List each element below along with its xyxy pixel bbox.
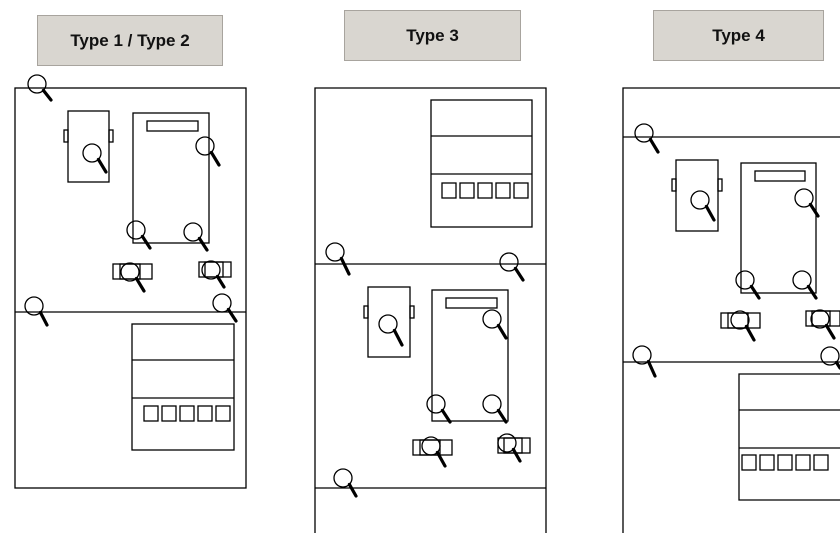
tall-device [132,112,210,244]
magnifier-icon [794,188,820,218]
magnifier-icon [634,123,660,154]
magnifier-icon [421,436,447,468]
magnifier-icon [24,296,49,327]
breaker-module [738,373,840,501]
magnifier-icon [426,394,452,424]
cabinet-outline [622,87,840,533]
magnifier-icon [27,74,53,102]
cabinet-outline [14,87,247,489]
magnifier-icon [212,293,238,323]
magnifier-icon [201,260,226,289]
magnifier-icon [499,252,525,282]
breaker-module [430,99,533,228]
type-4-panel [622,87,840,533]
type-3-panel [314,87,547,533]
magnifier-icon [730,310,756,342]
magnifier-icon [378,314,404,347]
magnifier-icon [820,346,840,370]
breaker-module [131,323,235,451]
type-1-2-panel [14,74,247,489]
magnifier-icon [82,143,108,174]
magnifier-icon [482,309,508,340]
terminal-block [412,439,453,456]
magnifier-icon [120,262,146,293]
magnifier-icon [482,394,508,424]
small-device [671,159,723,232]
magnifier-icon [497,433,522,463]
tall-device [740,162,817,294]
magnifier-icon [325,242,351,276]
magnifier-icon [632,345,657,378]
magnifier-icon [195,136,221,167]
magnifier-icon [690,190,716,222]
magnifier-icon [333,468,358,498]
cabinet-outline [314,87,547,533]
type-4-label: Type 4 [653,10,824,61]
magnifier-icon [183,222,209,252]
magnifier-icon [126,220,152,250]
magnifier-icon [810,309,836,340]
type-1-2-label: Type 1 / Type 2 [37,15,223,66]
magnifier-icon [792,270,818,300]
tall-device [431,289,509,422]
magnifier-icon [735,270,761,300]
terminal-block [112,263,153,280]
type-3-label: Type 3 [344,10,521,61]
small-device [63,110,114,183]
small-device [363,286,415,358]
terminal-block [720,312,761,329]
